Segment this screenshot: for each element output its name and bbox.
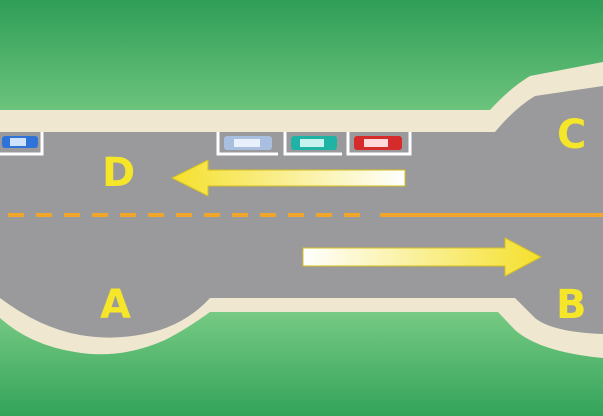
arrow-right-icon (302, 237, 543, 277)
road-surface (0, 86, 603, 338)
curb-top (0, 62, 603, 140)
parking-bays (0, 132, 412, 156)
parked-car-red (354, 136, 402, 150)
parked-car-grey-blue (224, 136, 272, 150)
parked-car-blue (2, 136, 38, 148)
label-d: D (102, 150, 135, 196)
arrow-left-icon (170, 159, 406, 197)
label-c: C (557, 112, 586, 158)
parked-car-teal (291, 136, 337, 150)
label-b: B (556, 282, 587, 328)
label-a: A (100, 282, 131, 328)
